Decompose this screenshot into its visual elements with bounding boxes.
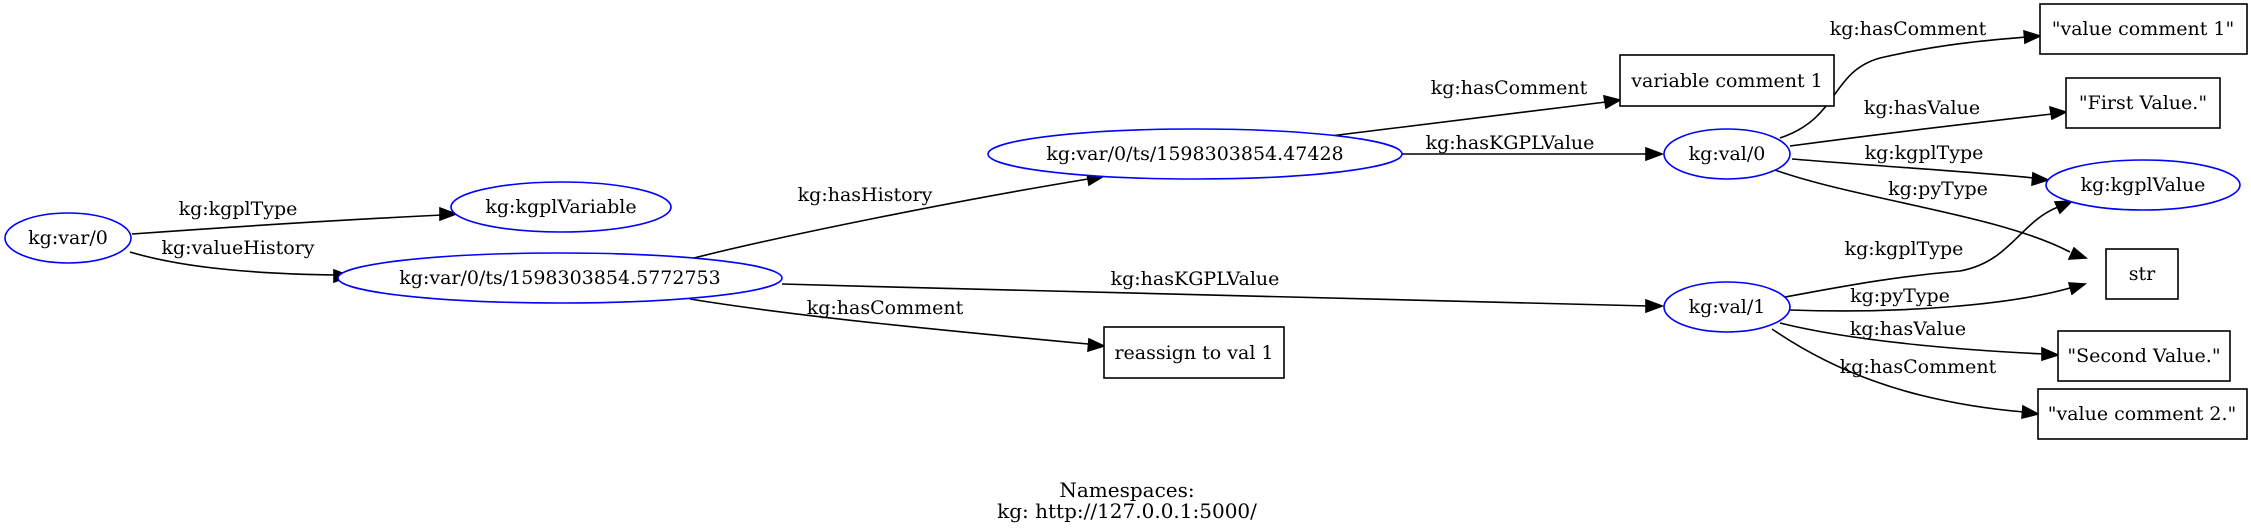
node-reassign: reassign to val 1 <box>1103 326 1285 379</box>
node-kgplvariable: kg:kgplVariable <box>450 181 672 233</box>
edge-label-ts474-haskgplvalue: kg:hasKGPLValue <box>1426 132 1595 154</box>
node-value-comment-2: "value comment 2." <box>2037 388 2248 440</box>
edge-ts577-haskgplvalue: kg:hasKGPLValue <box>781 268 1665 314</box>
node-label-var0: kg:var/0 <box>28 227 108 249</box>
edge-label-ts577-hascomment: kg:hasComment <box>807 297 964 319</box>
node-label-second-value: "Second Value." <box>2067 345 2220 367</box>
node-val1: kg:val/1 <box>1663 281 1791 333</box>
node-label-str: str <box>2129 263 2156 285</box>
edge-val1-hascomment: kg:hasComment <box>1771 328 2041 420</box>
namespaces-title: Namespaces: <box>1059 478 1194 502</box>
node-label-kgplvariable: kg:kgplVariable <box>485 196 636 218</box>
edge-label-val1-hascomment: kg:hasComment <box>1840 356 1997 378</box>
node-first-value: "First Value." <box>2065 77 2221 129</box>
node-variable-comment-1: variable comment 1 <box>1619 54 1835 107</box>
edge-ts577-hashistory: kg:hasHistory <box>689 172 1107 260</box>
node-label-val1: kg:val/1 <box>1689 296 1766 318</box>
edge-label-var0-kgpltype: kg:kgplType <box>179 198 298 220</box>
edge-val1-pytype: kg:pyType <box>1789 282 2088 312</box>
node-label-variable-comment-1: variable comment 1 <box>1630 70 1822 92</box>
edge-val1-hasvalue: kg:hasValue <box>1779 318 2061 362</box>
edge-ts474-hascomment: kg:hasComment <box>1329 77 1623 137</box>
edge-label-val0-hasvalue: kg:hasValue <box>1864 97 1980 119</box>
edge-val1-kgpltype: kg:kgplType <box>1784 200 2075 298</box>
edge-label-val1-hasvalue: kg:hasValue <box>1850 318 1966 340</box>
edge-label-val0-hascomment: kg:hasComment <box>1830 18 1987 40</box>
node-val0: kg:val/0 <box>1663 128 1791 180</box>
edge-label-val1-kgpltype: kg:kgplType <box>1845 238 1964 260</box>
node-label-ts-5772753: kg:var/0/ts/1598303854.5772753 <box>399 267 720 289</box>
node-value-comment-1: "value comment 1" <box>2039 3 2248 55</box>
node-label-first-value: "First Value." <box>2079 92 2207 114</box>
edge-val0-hascomment: kg:hasComment <box>1779 18 2043 139</box>
node-ts-47428: kg:var/0/ts/1598303854.47428 <box>987 128 1403 180</box>
namespace-kg: kg: http://127.0.0.1:5000/ <box>997 499 1257 523</box>
edge-val0-pytype: kg:pyType <box>1774 169 2089 260</box>
edge-label-val1-pytype: kg:pyType <box>1850 285 1950 307</box>
node-kgplvalue: kg:kgplValue <box>2045 159 2241 211</box>
node-label-reassign: reassign to val 1 <box>1114 342 1273 364</box>
edge-label-ts577-hashistory: kg:hasHistory <box>798 184 933 206</box>
node-var0: kg:var/0 <box>4 212 132 264</box>
edge-var0-valuehistory: kg:valueHistory <box>129 237 353 284</box>
edge-var0-kgpltype: kg:kgplType <box>131 198 459 235</box>
edge-label-val0-kgpltype: kg:kgplType <box>1865 142 1984 164</box>
node-label-kgplvalue: kg:kgplValue <box>2081 174 2206 196</box>
node-label-val0: kg:val/0 <box>1689 143 1766 165</box>
edge-label-ts577-haskgplvalue: kg:hasKGPLValue <box>1111 268 1280 290</box>
edge-val0-kgpltype: kg:kgplType <box>1791 142 2051 187</box>
node-second-value: "Second Value." <box>2057 330 2231 382</box>
namespaces-legend: Namespaces: kg: http://127.0.0.1:5000/ <box>997 478 1257 523</box>
node-label-value-comment-2: "value comment 2." <box>2048 403 2237 425</box>
node-label-value-comment-1: "value comment 1" <box>2052 18 2235 40</box>
edge-val0-hasvalue: kg:hasValue <box>1789 97 2069 147</box>
node-str: str <box>2105 248 2179 300</box>
edge-ts474-haskgplvalue: kg:hasKGPLValue <box>1402 132 1665 162</box>
edge-label-var0-valuehistory: kg:valueHistory <box>162 237 315 259</box>
edge-label-ts474-hascomment: kg:hasComment <box>1431 77 1588 99</box>
edge-ts577-hascomment: kg:hasComment <box>689 297 1107 353</box>
node-label-ts-47428: kg:var/0/ts/1598303854.47428 <box>1046 143 1343 165</box>
edge-label-val0-pytype: kg:pyType <box>1888 178 1988 200</box>
node-ts-5772753: kg:var/0/ts/1598303854.5772753 <box>337 252 783 304</box>
